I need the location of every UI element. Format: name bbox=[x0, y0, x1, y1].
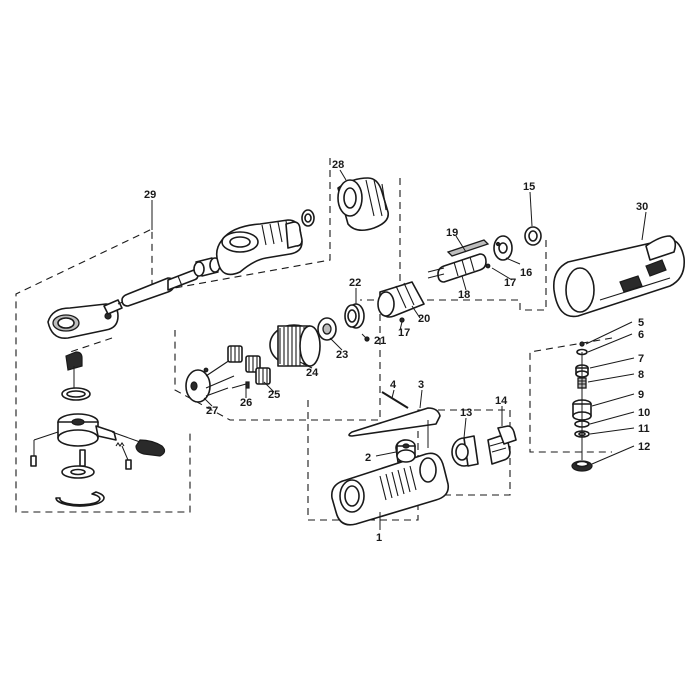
callout-8: 8 bbox=[638, 369, 644, 381]
callout-14: 14 bbox=[495, 395, 508, 407]
boundary-motor bbox=[360, 240, 547, 311]
callout-17b: 17 bbox=[504, 277, 516, 289]
part-trigger-3 bbox=[348, 407, 441, 448]
callout-6: 6 bbox=[638, 329, 644, 341]
callout-9: 9 bbox=[638, 389, 644, 401]
part-valve-stack bbox=[571, 341, 593, 472]
part-planet-carrier bbox=[185, 359, 235, 403]
callout-16: 16 bbox=[520, 267, 532, 279]
callout-7: 7 bbox=[638, 353, 644, 365]
callout-17a: 17 bbox=[398, 327, 410, 339]
part-boot-30 bbox=[552, 235, 686, 318]
callout-15: 15 bbox=[523, 181, 535, 193]
shaft-pin bbox=[79, 449, 86, 467]
bushing bbox=[193, 257, 221, 277]
part-planet-gears bbox=[227, 345, 271, 385]
part-pin-17b bbox=[485, 263, 491, 269]
planet-gear-1 bbox=[227, 345, 243, 363]
detent-spring bbox=[115, 442, 132, 470]
callout-24: 24 bbox=[306, 367, 319, 379]
boundary-gear-train bbox=[174, 178, 401, 421]
washer-lower bbox=[61, 465, 95, 479]
part-muffler-13 bbox=[451, 435, 479, 467]
callout-2: 2 bbox=[365, 452, 371, 464]
callout-5: 5 bbox=[638, 317, 644, 329]
part-blade-19 bbox=[446, 239, 490, 257]
callout-10: 10 bbox=[638, 407, 650, 419]
part-end-plate-16 bbox=[493, 235, 513, 261]
part-bearing-23 bbox=[317, 317, 337, 341]
reverse-lever bbox=[111, 431, 166, 457]
pawl-block bbox=[65, 351, 83, 390]
part-valve-5 bbox=[579, 341, 585, 347]
callout-22: 22 bbox=[349, 277, 361, 289]
callout-13: 13 bbox=[460, 407, 472, 419]
part-cylinder-20 bbox=[377, 281, 425, 318]
callout-4: 4 bbox=[390, 379, 397, 391]
o-ring-upper bbox=[61, 387, 91, 401]
callout-12: 12 bbox=[638, 441, 650, 453]
ratchet-head bbox=[47, 303, 119, 339]
part-pin-17a bbox=[399, 317, 405, 323]
part-valve-9 bbox=[572, 399, 592, 421]
part-bearing-22 bbox=[344, 303, 365, 329]
callout-26: 26 bbox=[240, 397, 252, 409]
boundary-housing bbox=[307, 400, 511, 521]
leader-lines bbox=[151, 169, 647, 530]
part-rotor-18 bbox=[427, 253, 487, 283]
planet-gear-3 bbox=[255, 367, 271, 385]
part-bearing-15 bbox=[524, 226, 542, 246]
callout-23: 23 bbox=[336, 349, 348, 361]
part-clamp-nut bbox=[337, 177, 390, 232]
part-ratchet-head-assembly bbox=[30, 209, 315, 507]
boundary-valve bbox=[529, 337, 613, 453]
part-bushing-2 bbox=[396, 439, 416, 463]
retaining-ring bbox=[55, 491, 105, 507]
callout-28: 28 bbox=[332, 159, 344, 171]
part-valve-12 bbox=[571, 460, 593, 472]
callouts: 1 2 3 4 5 6 7 8 9 10 11 12 13 14 15 16 1… bbox=[144, 159, 650, 544]
callout-25: 25 bbox=[268, 389, 280, 401]
callout-19: 19 bbox=[446, 227, 458, 239]
drive-shaft bbox=[121, 269, 199, 307]
yoke-housing bbox=[215, 219, 303, 276]
ratchet-gear-core bbox=[57, 413, 117, 447]
part-planet-pins bbox=[231, 381, 250, 389]
boundary-ratchet-head bbox=[15, 158, 331, 513]
washer-ring bbox=[301, 209, 315, 227]
callout-29: 29 bbox=[144, 189, 156, 201]
group-boundaries bbox=[15, 158, 613, 521]
part-pin-4 bbox=[381, 391, 409, 409]
part-ring-gear bbox=[269, 324, 321, 367]
part-inlet-14 bbox=[487, 425, 517, 465]
callout-21: 21 bbox=[374, 335, 386, 347]
callout-1: 1 bbox=[376, 532, 382, 544]
callout-30: 30 bbox=[636, 201, 648, 213]
callout-3: 3 bbox=[418, 379, 424, 391]
callout-11: 11 bbox=[638, 423, 650, 435]
spring-pin-left bbox=[30, 431, 59, 467]
callout-20: 20 bbox=[418, 313, 430, 325]
callout-27: 27 bbox=[206, 405, 218, 417]
callout-18: 18 bbox=[458, 289, 470, 301]
boundary-link bbox=[69, 337, 113, 370]
